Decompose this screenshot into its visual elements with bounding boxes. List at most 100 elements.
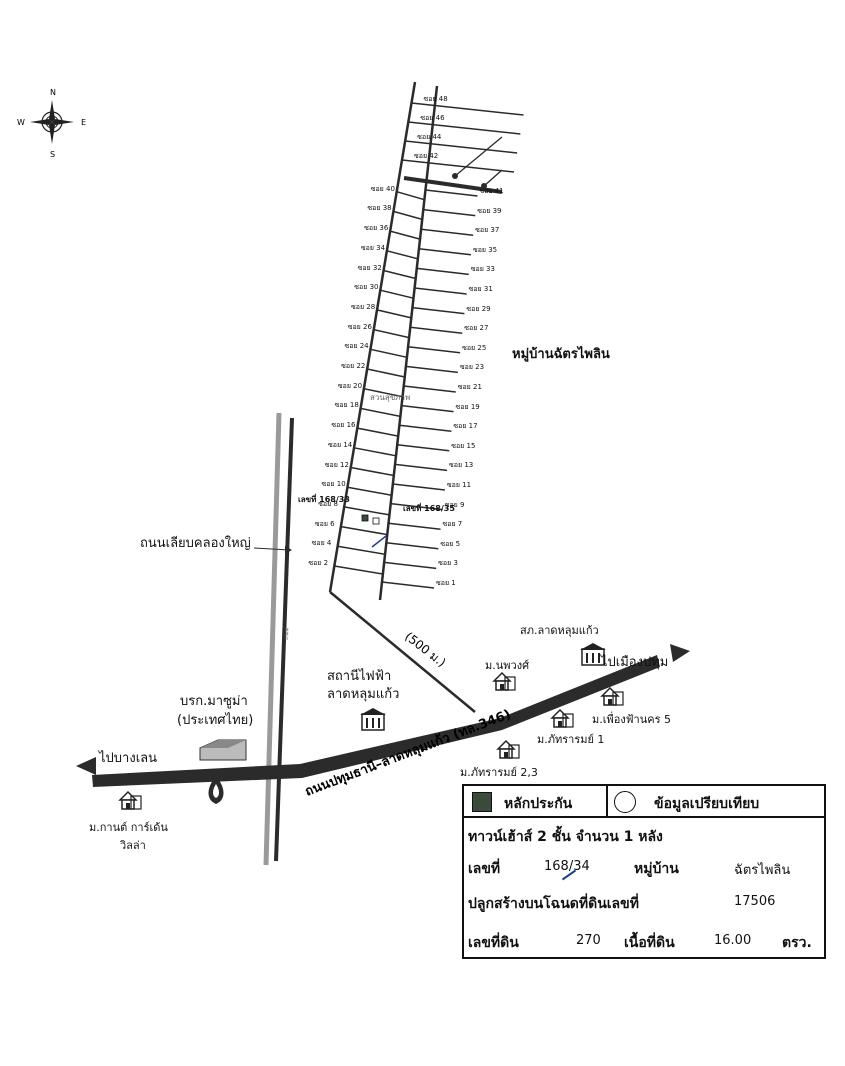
canal-road <box>263 412 294 866</box>
legend-land-value: 270 <box>576 933 601 948</box>
compass-n: N <box>50 88 56 97</box>
soi-label-left: ซอย 18 <box>334 401 359 410</box>
soi-label-right: ซอย 29 <box>466 304 491 313</box>
soi-label-left: ซอย 20 <box>337 381 363 390</box>
legend-collateral: หลักประกัน <box>504 796 573 812</box>
soi-road <box>383 269 416 280</box>
soi-road <box>347 486 392 496</box>
factory-icon <box>199 739 247 761</box>
legend-village-label: หมู่บ้าน <box>634 861 679 877</box>
soi-label-left: ซอย 34 <box>360 243 386 252</box>
soi-label-right: ซอย 11 <box>446 481 472 489</box>
soi-road <box>376 309 412 319</box>
soi-label-right: ซอย 15 <box>451 441 476 450</box>
soi-label-right: ซอย 37 <box>475 226 500 235</box>
soi-label-right: ซอย 1 <box>435 579 456 587</box>
soi-road <box>401 159 515 173</box>
garden-label-2: วิลล่า <box>120 839 146 852</box>
soi-road <box>405 365 458 374</box>
soi-road <box>384 561 437 570</box>
soi-road <box>344 506 390 516</box>
legend-comparison: ข้อมูลเปรียบเทียบ <box>654 796 760 812</box>
soi-road <box>403 385 456 393</box>
soi-label-right: ซอย 35 <box>472 245 498 254</box>
canal-road-pointer <box>253 547 291 551</box>
to-bangkhen-label: ไปบางเลน <box>99 751 157 766</box>
road-node <box>452 173 458 179</box>
building-icon <box>580 643 606 666</box>
soi-road <box>392 483 445 491</box>
soi-road <box>408 121 521 135</box>
nuanphong-label: ม.นพวงศ์ <box>485 659 530 672</box>
soi-label-left: ซอย 14 <box>328 440 353 449</box>
village-roads <box>328 81 524 713</box>
ptt-logo-icon <box>208 776 224 804</box>
soi-label-left: ซอย 24 <box>344 342 369 351</box>
soi-label-top: ซอย 42 <box>414 152 439 160</box>
garden-label-1: ม.กานต์ การ์เด้น <box>89 821 168 834</box>
soi-label-right: ซอย 3 <box>438 559 458 568</box>
soi-label-left: ซอย 28 <box>351 302 376 311</box>
soi-label-left: ซอย 4 <box>311 539 332 548</box>
soi-label-right: ซอย 41 <box>479 187 504 195</box>
compass-icon: N S E W <box>17 88 86 159</box>
house-icon <box>118 790 142 810</box>
power-label-2: ลาดหลุมแก้ว <box>327 687 400 702</box>
comparison-marker <box>372 517 380 525</box>
soi-label-left: ซอย 12 <box>324 460 349 469</box>
soi-label-left: ซอย 38 <box>367 204 392 213</box>
soi-label-right: ซอย 25 <box>462 343 487 352</box>
soi-road <box>393 210 423 221</box>
legend-village-value: ฉัตรไพลิน <box>734 863 791 878</box>
soi-road <box>388 522 441 530</box>
soi-label-left: ซอย 36 <box>364 224 389 233</box>
soi-road <box>389 230 421 240</box>
soi-label-left: ซอย 32 <box>357 263 382 272</box>
soi-road <box>396 190 425 201</box>
soi-label-right: ซอย 9 <box>444 500 465 509</box>
soi-label-right: ซอย 39 <box>477 206 502 215</box>
legend-area-label: เนื้อที่ดิน <box>624 935 675 951</box>
legend-header: หลักประกัน ข้อมูลเปรียบเทียบ <box>464 786 824 818</box>
soi-label-left: ซอย 40 <box>370 184 395 193</box>
phattharam23-label: ม.ภัทรารมย์ 2,3 <box>460 766 538 779</box>
diag-road-2 <box>483 169 503 187</box>
park-label: สวนสุขภาพ <box>370 393 411 402</box>
collateral-marker <box>361 514 369 522</box>
legend-land-label: เลขที่ดิน <box>468 935 519 951</box>
soi-road <box>340 525 388 536</box>
soi-road <box>411 102 524 116</box>
soi-label-right: ซอย 33 <box>470 265 495 274</box>
soi-label-left: ซอย 16 <box>331 421 356 430</box>
compass-e: E <box>81 118 86 127</box>
soi-road <box>380 289 414 299</box>
phattharam1-label: ม.ภัทรารมย์ 1 <box>537 733 605 746</box>
soi-road <box>353 447 397 457</box>
soi-label-top: ซอย 48 <box>423 95 448 103</box>
house-icon <box>600 686 624 706</box>
legend-divider <box>606 786 608 818</box>
soi-label-right: ซอย 27 <box>464 324 489 333</box>
soi-road <box>350 466 394 477</box>
soi-label-right: ซอย 17 <box>453 422 478 431</box>
mazuma-label-1: บรก.มาซูม่า <box>180 694 248 709</box>
house-icon <box>550 708 574 728</box>
arrow-right-icon <box>670 644 690 662</box>
canal-vertical-label: ถนน <box>283 628 290 640</box>
soi-road <box>418 248 472 256</box>
legend-no-value: 168/34 <box>544 859 590 874</box>
house-icon <box>496 739 520 759</box>
soi-label-right: ซอย 21 <box>457 383 482 391</box>
soi-road <box>421 228 474 236</box>
soi-41-road <box>403 176 503 194</box>
soi-label-right: ซอย 23 <box>459 363 485 372</box>
soi-road <box>386 250 419 260</box>
soi-road <box>370 348 408 359</box>
phueang-label: ม.เพื่องฟ้านคร 5 <box>592 713 671 726</box>
power-label-1: สถานีไฟฟ้า <box>327 669 392 684</box>
canal-road-label: ถนนเลียบคลองใหญ่ <box>140 536 251 551</box>
mazuma-label-2: (ประเทศไทย) <box>177 713 254 728</box>
soi-label-left: ซอย 10 <box>321 480 346 489</box>
comparison-swatch <box>614 791 636 813</box>
